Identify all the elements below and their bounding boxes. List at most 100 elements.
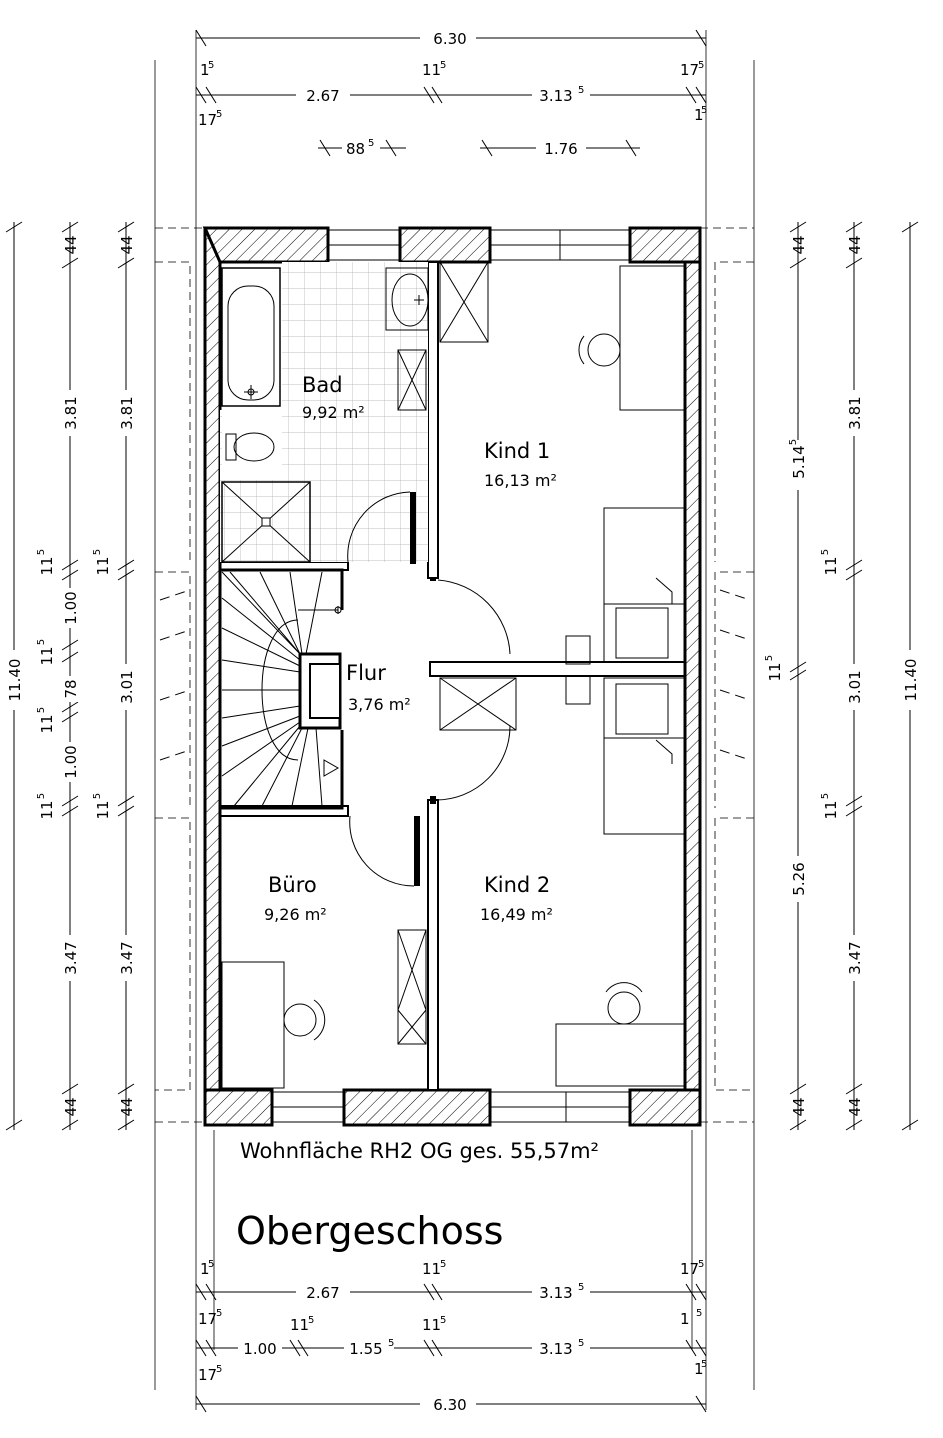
dim-label: 11 (94, 556, 112, 575)
dim-label: 11 (290, 1316, 309, 1334)
wall-top-right (628, 226, 702, 264)
dim-label-sup: 5 (216, 109, 222, 120)
dimension-top-overall: 6.30 (195, 26, 707, 48)
dim-label: 11 (38, 800, 56, 819)
dim-label: 3.47 (118, 941, 136, 974)
toilet-icon (225, 432, 275, 462)
dimension-right-mid: 44 3.81 11 5 3.01 11 5 3.47 44 (820, 221, 864, 1131)
dim-label-sup: 5 (701, 1359, 707, 1370)
wall-kind1-left (427, 261, 439, 579)
dimension-bottom-overall: 6.30 (195, 1392, 707, 1414)
dimension-top-windows: 88 5 1.76 (318, 138, 640, 158)
room-name-bad: Bad (302, 373, 343, 397)
dim-label: 11 (94, 800, 112, 819)
dim-label: 17 (198, 1310, 217, 1328)
dim-label-sup: 5 (36, 639, 47, 645)
dim-label: 2.67 (306, 87, 339, 105)
dim-label: 17 (680, 61, 699, 79)
dim-label: 6.30 (433, 30, 466, 48)
dim-label-sup: 5 (788, 439, 799, 445)
bed-kind1-icon (603, 507, 685, 663)
door-kind2 (430, 725, 511, 804)
dim-label: 11.40 (902, 659, 920, 702)
dim-label-sup: 5 (698, 1259, 704, 1270)
dim-label: 1 (694, 106, 704, 124)
dim-label-sup: 5 (820, 549, 831, 555)
dimension-top-row: 1 5 17 5 2.67 11 5 3.13 5 17 5 1 5 (195, 60, 707, 129)
dim-label: 2.67 (306, 1284, 339, 1302)
window-bottom-kind2 (490, 1091, 630, 1123)
bed-kind2-icon (603, 677, 685, 835)
dim-label: 3.01 (846, 670, 864, 703)
dim-label: 1.76 (544, 140, 577, 158)
dimension-bottom-row2: 17 5 1.00 11 5 1.55 5 11 5 3.13 5 1 5 17… (195, 1308, 707, 1384)
wall-kind-divider (429, 661, 686, 677)
dim-label: 3.13 (539, 87, 572, 105)
dim-label: 44 (846, 1097, 864, 1116)
dim-label: 44 (62, 1097, 80, 1116)
wall-top-middle (398, 226, 492, 264)
dim-label: 3.81 (62, 396, 80, 429)
dim-label-sup: 5 (368, 138, 374, 149)
dim-label: 11 (422, 61, 441, 79)
dim-label-sup: 5 (36, 549, 47, 555)
dim-label: 44 (790, 1097, 808, 1116)
dim-label: 44 (790, 235, 808, 254)
dim-label-sup: 5 (440, 1259, 446, 1270)
window-top-bad (328, 229, 400, 261)
room-area-kind1: 16,13 m² (484, 471, 557, 490)
dim-label-sup: 5 (92, 793, 103, 799)
dim-label: 1 (694, 1360, 704, 1378)
wall-bottom-right (628, 1088, 702, 1127)
total-area-label: Wohnfläche RH2 OG ges. 55,57m² (240, 1139, 599, 1163)
room-area-flur: 3,76 m² (348, 695, 411, 714)
bathtub-icon (221, 267, 281, 407)
wall-top-left (202, 226, 330, 264)
room-area-bad: 9,92 m² (302, 403, 365, 422)
dim-label-sup: 5 (208, 1259, 214, 1270)
dim-label: 11 (422, 1260, 441, 1278)
dim-label-sup: 5 (578, 1338, 584, 1349)
dim-label-sup: 5 (388, 1338, 394, 1349)
door-buero (349, 815, 415, 887)
dim-label-sup: 5 (36, 707, 47, 713)
dimension-right-outer: 11.40 (900, 221, 920, 1131)
floor-title: Obergeschoss (236, 1209, 503, 1253)
dim-label: 1 (680, 1310, 690, 1328)
dim-label: 11 (766, 662, 784, 681)
dim-label: 3.47 (846, 941, 864, 974)
dim-label: 11 (822, 556, 840, 575)
dim-label: 3.81 (846, 396, 864, 429)
door-kind1 (430, 578, 511, 655)
shelf-buero-icon (397, 929, 427, 1045)
dim-label: 1.00 (243, 1340, 276, 1358)
desk-kind1-icon (578, 265, 685, 411)
dim-label: 17 (198, 1366, 217, 1384)
dim-label: 1 (200, 1260, 210, 1278)
dim-label: 11 (38, 556, 56, 575)
neighbor-outline-right (714, 261, 754, 1091)
dim-label-sup: 5 (578, 85, 584, 96)
dim-label-sup: 5 (92, 549, 103, 555)
door-bad (347, 491, 416, 564)
dim-label: 17 (680, 1260, 699, 1278)
dim-label: 11 (822, 800, 840, 819)
dimension-right-inner: 44 5.14 5 11 5 5.26 44 (764, 221, 808, 1131)
wardrobe-kind2-icon (439, 677, 517, 731)
dimension-left-outer: 11.40 (4, 221, 24, 1131)
dim-label: 1 (200, 61, 210, 79)
wardrobe-kind1-icon (439, 261, 489, 343)
dim-label: 3.13 (539, 1284, 572, 1302)
dim-label: 1.00 (62, 745, 80, 778)
wall-kind2-left (427, 799, 439, 1091)
dim-label-sup: 5 (216, 1308, 222, 1319)
room-name-kind1: Kind 1 (484, 439, 550, 463)
dimension-bottom-row1: 1 5 2.67 11 5 3.13 5 17 5 (195, 1259, 707, 1302)
dim-label: 11 (422, 1316, 441, 1334)
dim-label-sup: 5 (440, 1315, 446, 1326)
dim-label-sup: 5 (698, 60, 704, 71)
dim-label: 1.55 (349, 1340, 382, 1358)
dim-label: 17 (198, 111, 217, 129)
dim-label: 5.14 (790, 445, 808, 478)
